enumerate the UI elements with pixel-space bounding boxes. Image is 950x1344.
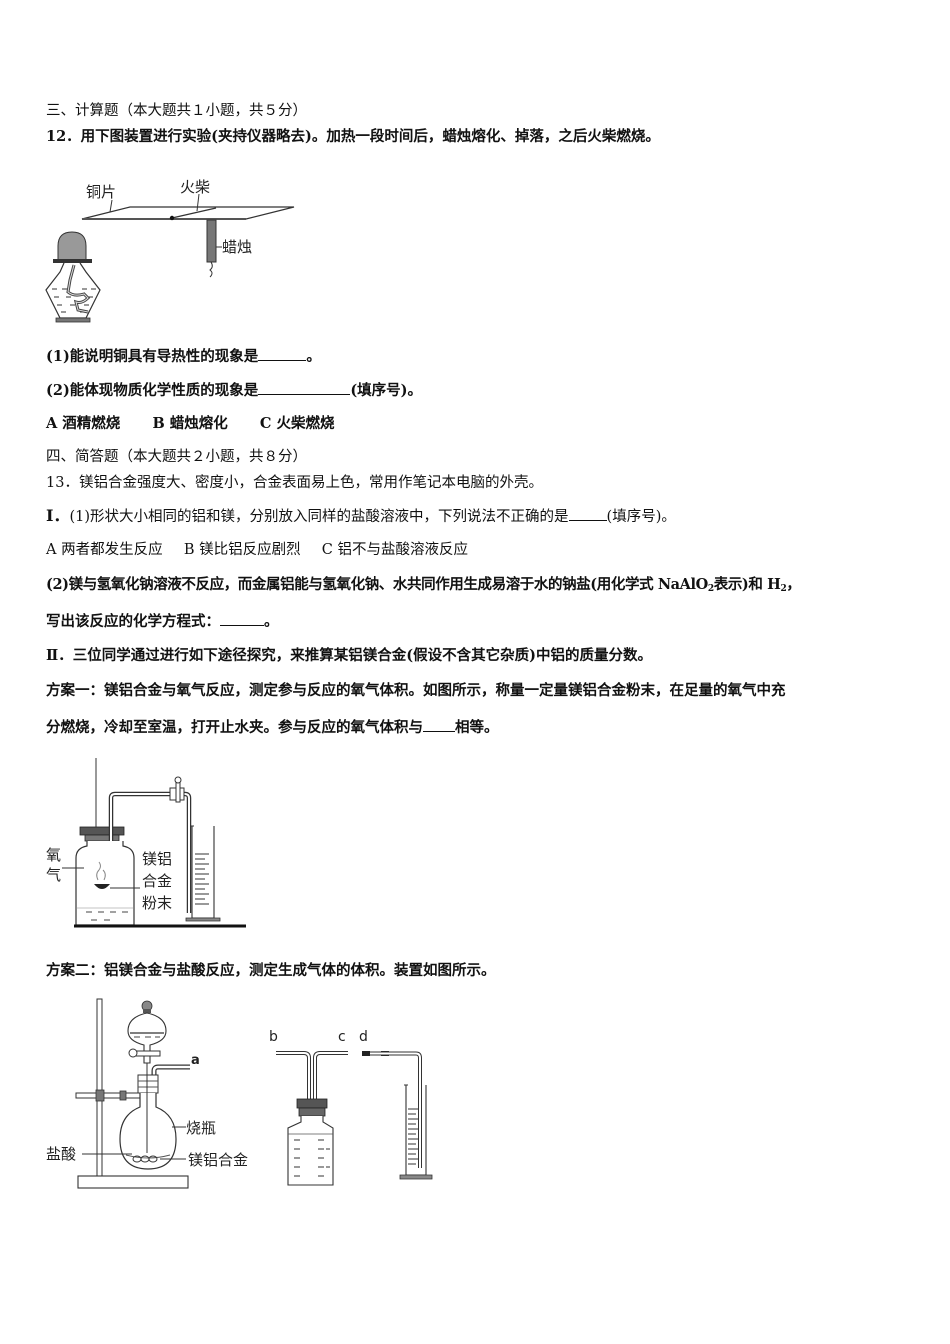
question-12-stem: 12．用下图装置进行实验(夹持仪器略去)。加热一段时间后，蜡烛熔化、掉落，之后火… — [46, 128, 660, 145]
label-alloy-3: 粉末 — [142, 894, 172, 912]
part1-sub2-text: (2)镁与氢氧化钠溶液不反应，而金属铝能与氢氧化钠、水共同作用生成易溶于水的钠盐… — [46, 576, 708, 593]
option-c: C 铝不与盐酸溶液反应 — [321, 542, 468, 558]
question-13-part1-sub2-line2: 写出该反应的化学方程式： 。 — [46, 611, 279, 632]
question-13-part1-sub2: (2)镁与氢氧化钠溶液不反应，而金属铝能与氢氧化钠、水共同作用生成易溶于水的钠盐… — [46, 575, 801, 599]
subscript: 2 — [780, 584, 787, 594]
option-b: B 蜡烛熔化 — [152, 415, 228, 432]
label-d: d — [359, 1029, 368, 1045]
question-12-options: A 酒精燃烧 B 蜡烛熔化 C 火柴燃烧 — [46, 414, 334, 434]
part1-sub1-end: (填序号)。 — [606, 509, 676, 525]
question-13-part1-options: A 两者都发生反应 B 镁比铝反应剧烈 C 铝不与盐酸溶液反应 — [46, 540, 468, 560]
option-b: B 镁比铝反应剧烈 — [183, 542, 301, 558]
subscript: 2 — [707, 584, 714, 594]
sub2-text: (2)能体现物质化学性质的现象是 — [46, 382, 259, 399]
question-13-stem: 13．镁铝合金强度大、密度小，合金表面易上色，常用作笔记本电脑的外壳。 — [46, 475, 543, 491]
question-12-sub2: (2)能体现物质化学性质的现象是 (填序号)。 — [46, 380, 422, 401]
answer-blank-13-2-1[interactable] — [423, 717, 455, 732]
part1-sub1-text: (1)形状大小相同的铝和镁，分别放入同样的盐酸溶液中，下列说法不正确的是 — [69, 509, 569, 525]
figure-hydrogen-generation-apparatus: a 烧瓶 盐酸 镁铝合金 — [44, 993, 269, 1189]
part1-sub2-mid: 表示)和 H — [713, 576, 781, 593]
label-a: a — [191, 1053, 200, 1068]
question-12-sub1: (1)能说明铜具有导热性的现象是 。 — [46, 346, 321, 367]
sub1-end: 。 — [306, 348, 321, 365]
equation-prompt-end: 。 — [264, 613, 279, 630]
label-oxygen-1: 氧 — [46, 846, 61, 864]
plan1-line2-end: 相等。 — [455, 719, 499, 736]
label-flask: 烧瓶 — [186, 1119, 216, 1137]
answer-blank-13-1-2[interactable] — [220, 611, 264, 626]
plan-1-line-1: 方案一：镁铝合金与氧气反应，测定参与反应的氧气体积。如图所示，称量一定量镁铝合金… — [46, 682, 786, 699]
label-alloy-1: 镁铝 — [142, 850, 172, 868]
option-c: C 火柴燃烧 — [259, 415, 335, 432]
answer-blank-12-2[interactable] — [258, 380, 351, 395]
sub1-text: (1)能说明铜具有导热性的现象是 — [46, 348, 259, 365]
plan-2-line: 方案二：铝镁合金与盐酸反应，测定生成气体的体积。装置如图所示。 — [46, 962, 496, 979]
copper-plate-shape — [81, 206, 295, 220]
plan1-line2-text: 分燃烧，冷却至室温，打开止水夹。参与反应的氧气体积与 — [46, 719, 423, 736]
label-candle: 蜡烛 — [222, 238, 252, 256]
plan-1-line-2: 分燃烧，冷却至室温，打开止水夹。参与反应的氧气体积与 相等。 — [46, 717, 499, 738]
option-a: A 两者都发生反应 — [46, 542, 163, 558]
label-oxygen-2: 气 — [46, 866, 61, 884]
section-heading-short-answer: 四、简答题（本大题共２小题，共８分） — [46, 449, 307, 465]
equation-prompt: 写出该反应的化学方程式： — [46, 613, 220, 630]
section-heading-calculation: 三、计算题（本大题共１小题，共５分） — [46, 103, 307, 119]
label-b: b — [269, 1029, 278, 1045]
question-13-part2-intro: Ⅱ．三位同学通过进行如下途径探究，来推算某铝镁合金(假设不含其它杂质)中铝的质量… — [46, 647, 652, 664]
label-copper: 铜片 — [86, 183, 116, 201]
figure-oxygen-combustion-apparatus: 氧 气 镁铝 合金 粉末 — [44, 758, 254, 930]
option-a: A 酒精燃烧 — [46, 415, 121, 432]
part1-marker: I． — [46, 506, 70, 525]
sub2-end: (填序号)。 — [350, 382, 423, 399]
figure-copper-heat-experiment: 铜片 火柴 蜡烛 — [44, 172, 304, 324]
label-alloy-2: 合金 — [142, 872, 172, 890]
part1-sub2-post: ， — [786, 576, 801, 593]
label-acid: 盐酸 — [46, 1145, 76, 1163]
answer-blank-12-1[interactable] — [258, 346, 307, 361]
figure-gas-collection-apparatus: b c d — [266, 1025, 441, 1187]
label-match: 火柴 — [180, 178, 210, 196]
answer-blank-13-1-1[interactable] — [568, 506, 607, 521]
label-alloy: 镁铝合金 — [188, 1151, 248, 1169]
question-13-part1-sub1: I．(1)形状大小相同的铝和镁，分别放入同样的盐酸溶液中，下列说法不正确的是 (填… — [46, 506, 676, 527]
label-c: c — [338, 1029, 346, 1045]
